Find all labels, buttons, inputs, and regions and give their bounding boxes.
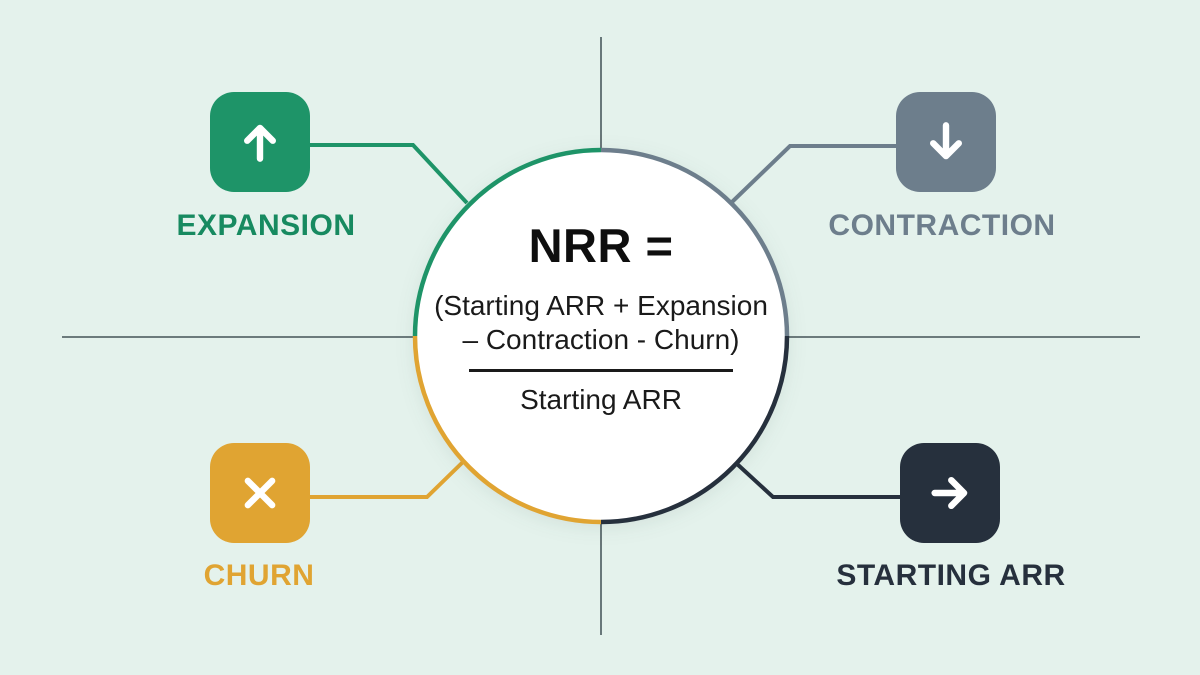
churn-icon-tile — [210, 443, 310, 543]
starting-arr-label: STARTING ARR — [836, 559, 1066, 592]
formula-denominator: Starting ARR — [520, 383, 682, 415]
expansion-connector — [310, 143, 469, 205]
starting-arr-icon-tile — [900, 443, 1000, 543]
formula-numerator-line2: – Contraction - Churn) — [462, 324, 740, 355]
formula-block: NRR = (Starting ARR + Expansion – Contra… — [415, 218, 787, 417]
arrow-up-icon — [244, 124, 276, 162]
circle-arc-expansion — [412, 147, 602, 337]
x-icon — [244, 477, 276, 509]
formula-title: NRR = — [528, 219, 674, 272]
arrow-down-icon — [930, 122, 962, 160]
starting-arr-connector — [734, 461, 900, 499]
churn-connector — [309, 457, 468, 499]
contraction-icon-tile — [896, 92, 996, 192]
expansion-icon-tile — [210, 92, 310, 192]
churn-label: CHURN — [203, 559, 315, 592]
arrow-right-icon — [931, 477, 968, 509]
fraction-divider-line — [469, 369, 733, 372]
circle-arc-churn — [412, 335, 602, 525]
expansion-label: EXPANSION — [176, 209, 356, 242]
contraction-label: CONTRACTION — [828, 209, 1056, 242]
circle-arc-contraction — [600, 147, 790, 337]
contraction-connector — [730, 144, 896, 204]
center-circle — [415, 150, 787, 522]
formula-numerator-line1: (Starting ARR + Expansion — [434, 290, 768, 321]
circle-arc-starting-arr — [600, 335, 790, 525]
